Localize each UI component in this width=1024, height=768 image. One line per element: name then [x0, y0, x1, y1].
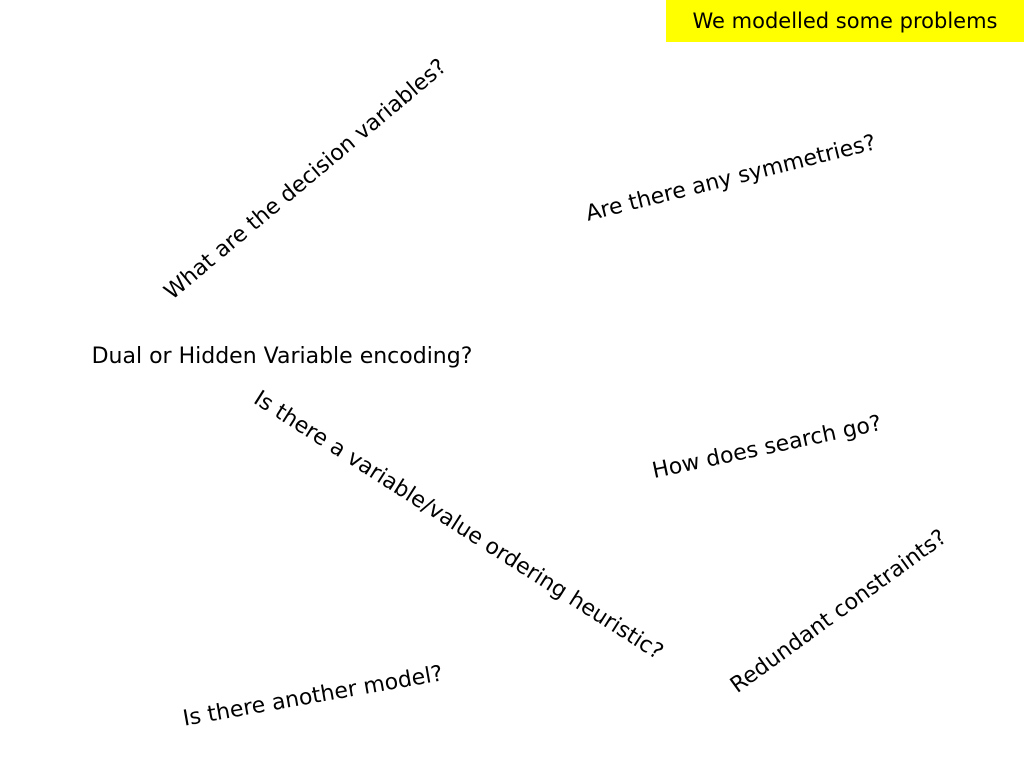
question-decision-variables: What are the decision variables? — [159, 54, 452, 305]
question-another-model: Is there another model? — [181, 661, 445, 732]
question-symmetries: Are there any symmetries? — [583, 130, 879, 227]
question-redundant-constraints: Redundant constraints? — [725, 524, 952, 699]
question-dual-hidden-encoding: Dual or Hidden Variable encoding? — [91, 344, 473, 369]
question-search: How does search go? — [650, 411, 884, 485]
slide-title: We modelled some problems — [666, 0, 1024, 42]
question-ordering-heuristic: Is there a variable/value ordering heuri… — [249, 386, 668, 666]
